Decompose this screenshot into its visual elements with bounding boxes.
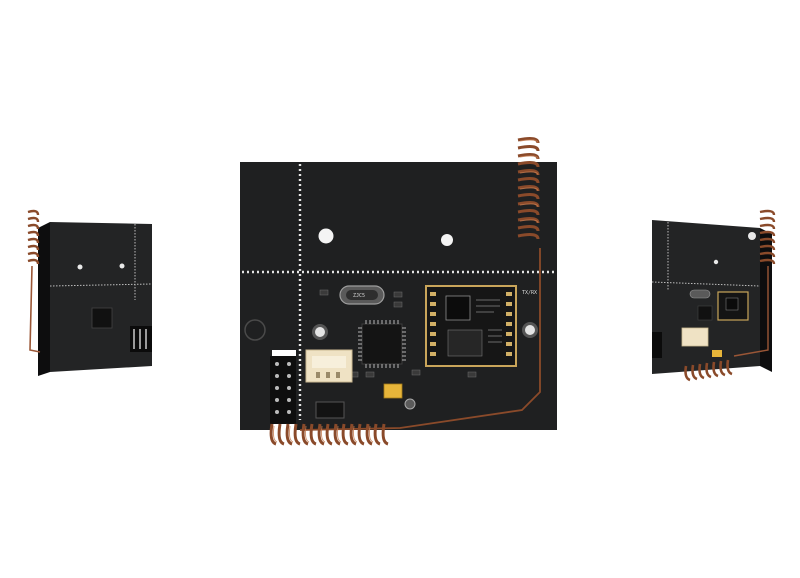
mount-hole <box>312 324 328 340</box>
right-top-coil <box>759 209 776 265</box>
right-bottom-coil <box>684 359 733 382</box>
pin-header <box>270 356 296 424</box>
capacitor <box>383 383 403 399</box>
silkscreen-lines <box>242 164 555 420</box>
mount-hole <box>441 234 453 246</box>
left-board-face <box>50 222 152 372</box>
module-label: TX/RX <box>522 290 537 296</box>
crystal-label: ZJC5 <box>353 293 365 299</box>
rf-module: TX/RX <box>425 285 537 367</box>
capacitor <box>315 401 345 419</box>
top-antenna-coil <box>517 137 540 240</box>
left-antenna-coil <box>27 209 40 265</box>
white-connector <box>305 349 353 383</box>
microcontroller-chip <box>358 320 406 368</box>
crystal-oscillator: ZJC5 <box>339 285 385 305</box>
mount-hole <box>318 228 334 244</box>
mount-hole <box>522 322 538 338</box>
bottom-antenna-coil <box>269 423 389 446</box>
